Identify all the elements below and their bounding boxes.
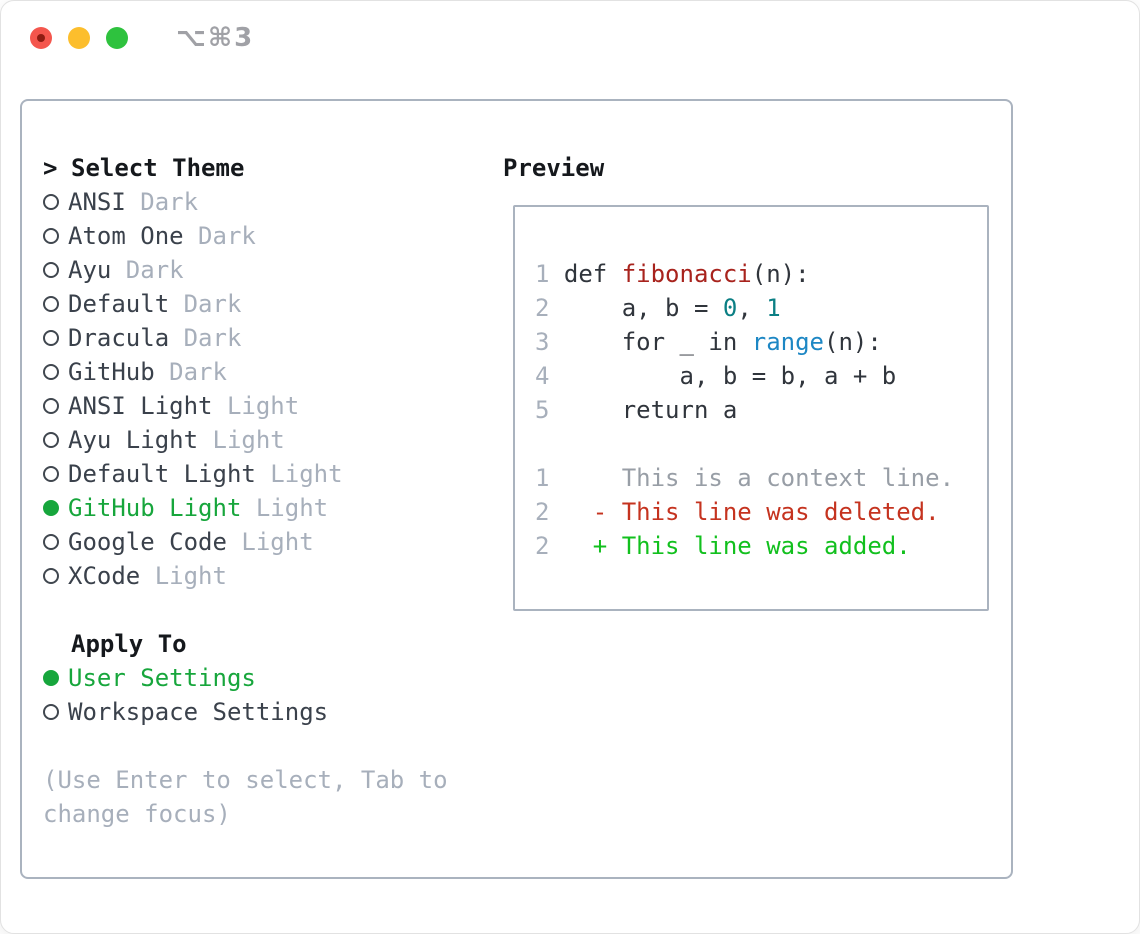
hint-line-2: change focus)	[43, 800, 231, 828]
theme-option-variant: Light	[226, 528, 314, 556]
theme-option-variant: Light	[255, 460, 343, 488]
hint-line-1: (Use Enter to select, Tab to	[43, 766, 448, 794]
code-line: 1 This is a context line.	[535, 464, 955, 492]
minimize-button[interactable]	[68, 27, 90, 49]
close-dot-icon	[37, 34, 45, 42]
theme-option-label: XCode	[68, 562, 141, 590]
theme-option[interactable]: Dracula Dark	[43, 321, 448, 355]
theme-option-variant: Dark	[125, 188, 199, 216]
select-theme-heading: > Select Theme	[43, 151, 448, 185]
theme-option[interactable]: Google Code Light	[43, 525, 448, 559]
theme-option-label: ANSI	[68, 188, 126, 216]
keyboard-shortcut-label: ⌥⌘3	[176, 23, 255, 53]
theme-option-label: GitHub	[68, 358, 155, 386]
theme-option[interactable]: Default Dark	[43, 287, 448, 321]
theme-option-variant: Light	[241, 494, 329, 522]
theme-option-label: Atom One	[68, 222, 184, 250]
prompt-caret-icon: >	[43, 154, 58, 182]
theme-option[interactable]: GitHub Light Light	[43, 491, 448, 525]
theme-option[interactable]: GitHub Dark	[43, 355, 448, 389]
close-button[interactable]	[30, 27, 52, 49]
radio-selected-icon	[43, 500, 68, 516]
theme-option-variant: Dark	[169, 324, 242, 352]
spacer	[43, 729, 448, 763]
select-theme-title: Select Theme	[71, 154, 245, 182]
radio-unselected-icon	[43, 534, 68, 550]
theme-option-variant: Dark	[183, 222, 256, 250]
code-line: 1 def fibonacci(n):	[535, 260, 810, 288]
apply-to-heading: Apply To	[71, 630, 187, 658]
theme-option-label: ANSI Light	[68, 392, 213, 420]
theme-option[interactable]: Ayu Dark	[43, 253, 448, 287]
theme-option[interactable]: ANSI Dark	[43, 185, 448, 219]
spacer	[43, 593, 448, 627]
zoom-button[interactable]	[106, 27, 128, 49]
theme-option[interactable]: Ayu Light Light	[43, 423, 448, 457]
code-line	[535, 427, 987, 461]
theme-option[interactable]: Atom One Dark	[43, 219, 448, 253]
theme-option-variant: Dark	[169, 290, 242, 318]
theme-option-label: Google Code	[68, 528, 227, 556]
code-line: 2 a, b = 0, 1	[535, 294, 781, 322]
theme-option-label: GitHub Light	[68, 494, 242, 522]
code-line: 3 for _ in range(n):	[535, 328, 882, 356]
code-line	[535, 223, 987, 257]
apply-option[interactable]: User Settings	[43, 661, 448, 695]
apply-option-label: Workspace Settings	[68, 698, 329, 726]
radio-unselected-icon	[43, 194, 68, 210]
radio-unselected-icon	[43, 398, 68, 414]
radio-unselected-icon	[43, 364, 68, 380]
theme-option-label: Ayu	[68, 256, 112, 284]
radio-unselected-icon	[43, 296, 68, 312]
theme-option-variant: Light	[198, 426, 285, 454]
code-line: 5 return a	[535, 396, 738, 424]
radio-unselected-icon	[43, 228, 68, 244]
titlebar: ⌥⌘3	[30, 23, 254, 53]
theme-option-label: Default	[68, 290, 170, 318]
code-line: 4 a, b = b, a + b	[535, 362, 897, 390]
code-line: 2 - This line was deleted.	[535, 498, 940, 526]
theme-option-label: Default Light	[68, 460, 256, 488]
theme-option[interactable]: XCode Light	[43, 559, 448, 593]
apply-option[interactable]: Workspace Settings	[43, 695, 448, 729]
theme-option-variant: Light	[212, 392, 300, 420]
theme-option[interactable]: Default Light Light	[43, 457, 448, 491]
apply-option-label: User Settings	[68, 664, 256, 692]
radio-unselected-icon	[43, 432, 68, 448]
radio-unselected-icon	[43, 330, 68, 346]
radio-unselected-icon	[43, 262, 68, 278]
code-preview-pane: 1 def fibonacci(n): 2 a, b = 0, 1 3 for _ …	[513, 205, 989, 611]
radio-unselected-icon	[43, 704, 68, 720]
radio-selected-icon	[43, 670, 68, 686]
code-line: 2 + This line was added.	[535, 532, 911, 560]
theme-option-variant: Light	[140, 562, 227, 590]
theme-option[interactable]: ANSI Light Light	[43, 389, 448, 423]
radio-unselected-icon	[43, 568, 68, 584]
radio-unselected-icon	[43, 466, 68, 482]
preview-heading: Preview	[503, 154, 605, 182]
theme-option-variant: Dark	[154, 358, 227, 386]
theme-option-label: Ayu Light	[68, 426, 199, 454]
theme-option-label: Dracula	[68, 324, 170, 352]
code-line	[535, 563, 987, 597]
theme-option-variant: Dark	[111, 256, 184, 284]
